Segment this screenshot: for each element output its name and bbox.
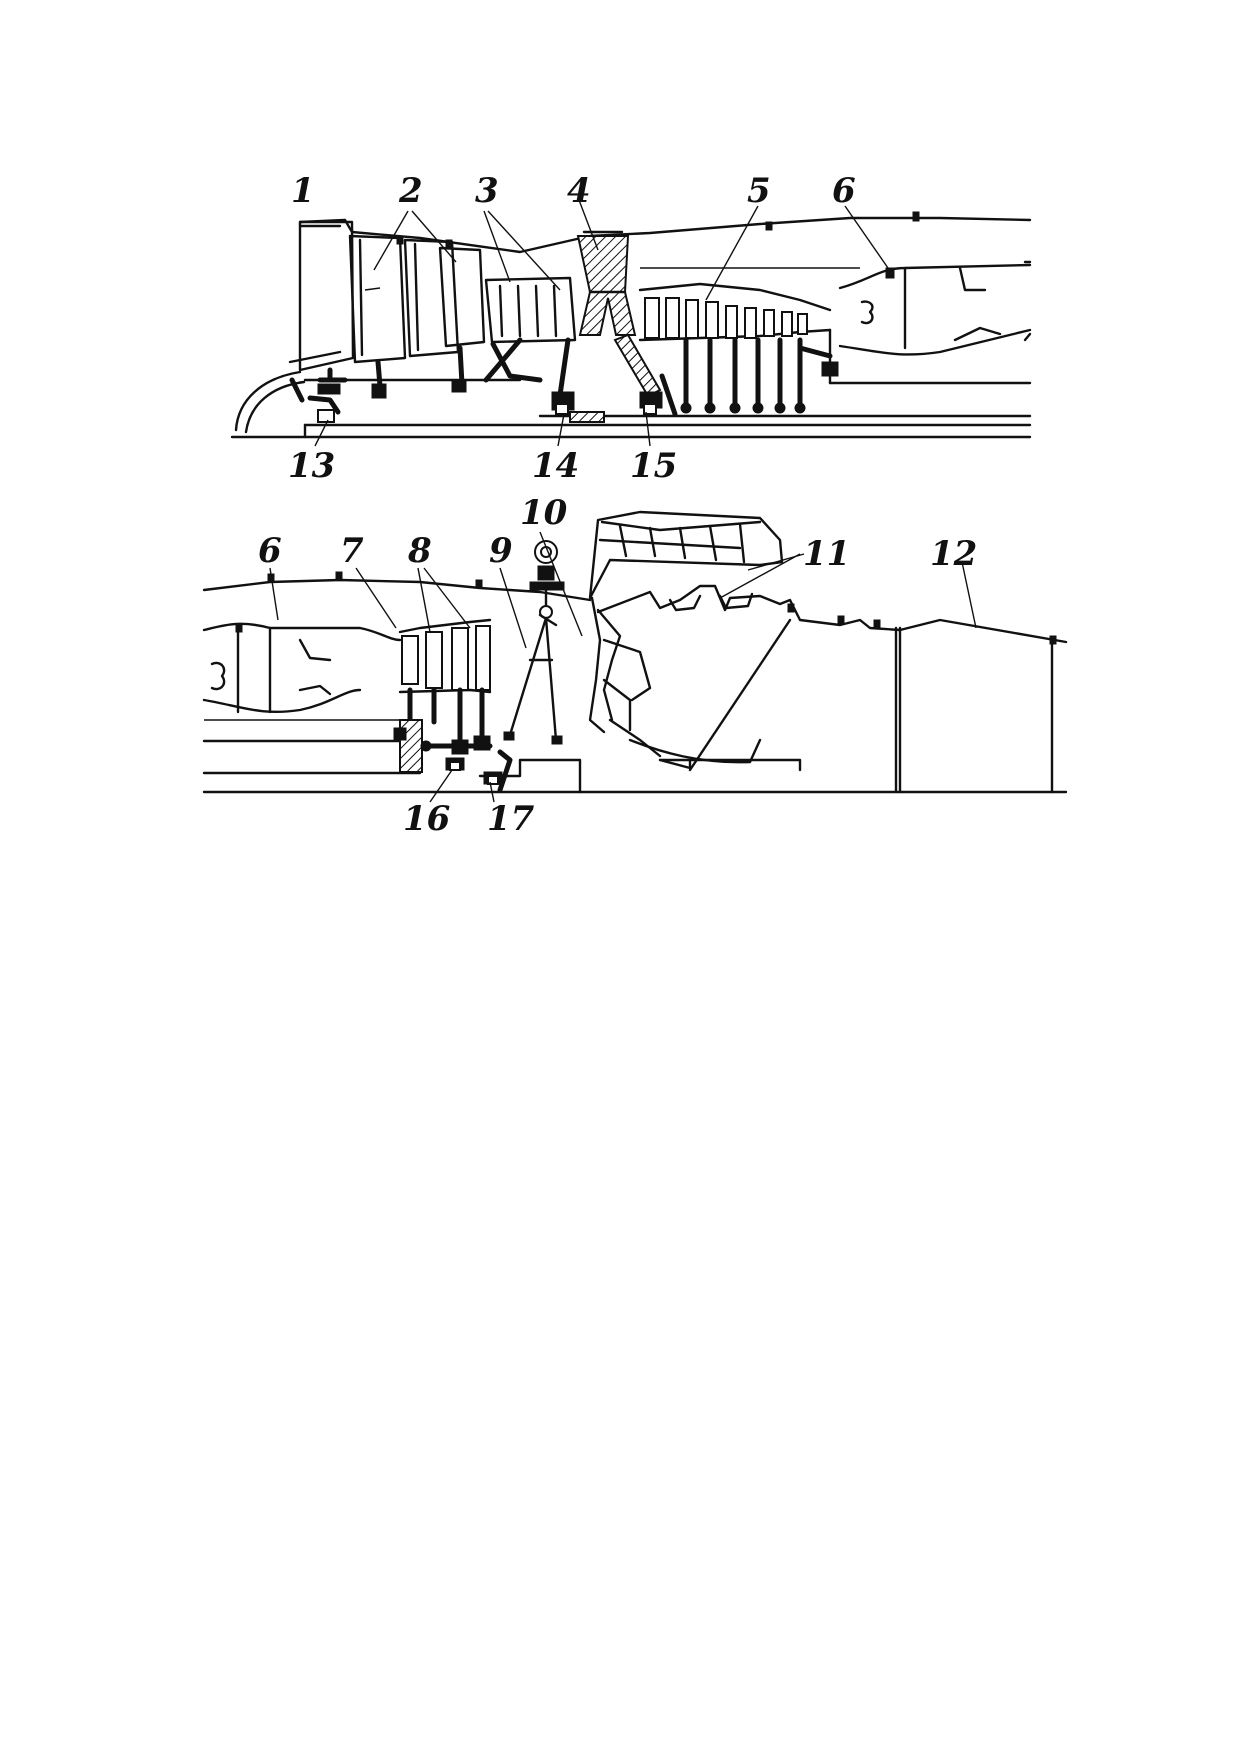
label-4: 4 (567, 171, 591, 211)
label-13: 13 (288, 446, 335, 486)
hp-compressor-blades (644, 297, 808, 339)
label-7: 7 (340, 531, 364, 571)
lower-engine-section (202, 510, 1068, 803)
label-17: 17 (487, 799, 535, 839)
label-14: 14 (532, 446, 579, 486)
label-6-lower: 6 (258, 531, 282, 571)
label-16: 16 (403, 799, 450, 839)
label-2: 2 (398, 171, 423, 211)
hp-compressor-disks (680, 337, 806, 414)
label-5: 5 (747, 171, 771, 211)
label-6: 6 (832, 171, 856, 211)
upper-engine-section (230, 199, 1032, 447)
lower-labels: 6 7 8 9 10 11 12 16 17 (258, 493, 977, 839)
label-15: 15 (630, 446, 677, 486)
label-8: 8 (407, 531, 432, 571)
upper-labels: 1 2 3 4 5 6 13 14 15 (288, 171, 856, 486)
label-10: 10 (520, 493, 568, 533)
label-12: 12 (930, 534, 977, 574)
label-9: 9 (489, 531, 513, 571)
label-3: 3 (475, 171, 499, 211)
label-11: 11 (803, 534, 850, 574)
label-1: 1 (291, 171, 315, 211)
